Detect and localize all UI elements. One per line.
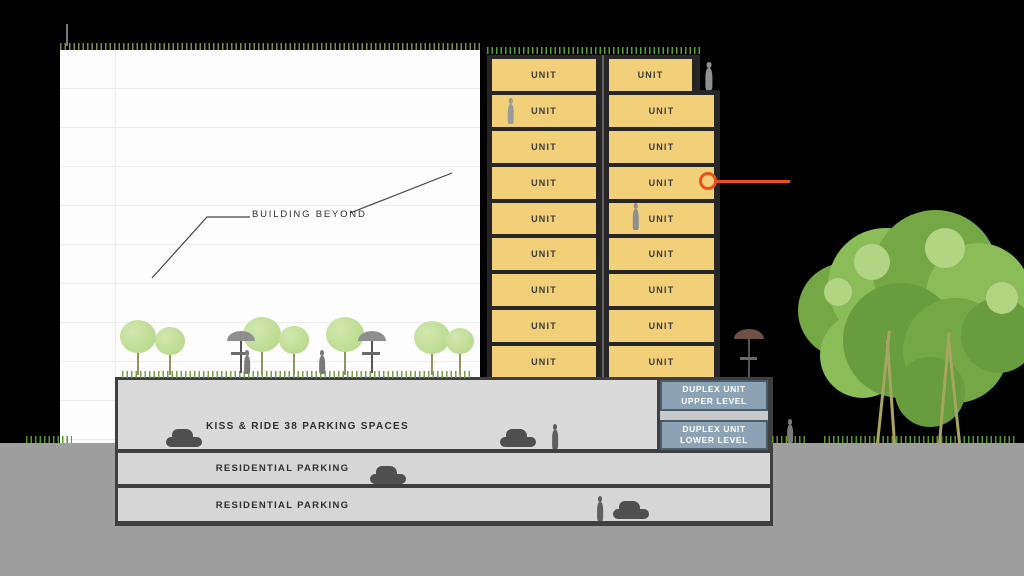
parking-level-residential-2: [118, 488, 770, 521]
unit-cell: UNIT: [492, 94, 596, 127]
tree-canopy-icon: [797, 262, 893, 358]
unit-cell: UNIT: [492, 202, 596, 235]
kiss-ride-label: KISS & RIDE 38 PARKING SPACES: [206, 421, 409, 432]
umbrella-icon: [734, 329, 764, 339]
parking-level-kiss-ride: [118, 380, 657, 449]
tree-canopy-icon: [827, 227, 943, 343]
unit-cell: UNIT: [609, 202, 714, 235]
leader-line: [151, 172, 453, 279]
tree-canopy-icon: [986, 282, 1018, 314]
unit-cell: UNIT: [609, 310, 714, 343]
duplex-floor-slab: [660, 411, 768, 420]
unit-cell: UNIT: [492, 59, 596, 91]
tower-floor: UNIT UNIT: [487, 127, 720, 163]
duplex-unit-lower: DUPLEX UNIT LOWER LEVEL: [660, 420, 768, 450]
tree-trunk-icon: [876, 330, 891, 444]
tower-floor: UNIT UNIT: [487, 91, 720, 127]
tree-trunk-icon: [947, 342, 961, 444]
tower-corridor-line: [602, 55, 604, 378]
tower-floor: UNIT UNIT: [487, 306, 720, 343]
tree-canopy-icon: [872, 209, 998, 335]
tree-canopy-icon: [902, 297, 1008, 403]
tree-canopy-icon: [925, 228, 965, 268]
tree-trunk-icon: [938, 332, 951, 444]
umbrella-pole-icon: [748, 335, 750, 377]
duplex-lower-line2: LOWER LEVEL: [680, 435, 748, 445]
unit-cell: UNIT: [609, 274, 714, 307]
duplex-lower-line1: DUPLEX UNIT: [682, 423, 746, 434]
unit-cell: UNIT: [492, 238, 596, 271]
unit-cell: UNIT: [492, 310, 596, 343]
unit-cell: UNIT: [492, 346, 596, 379]
duplex-upper-line1: DUPLEX UNIT: [682, 384, 746, 395]
tower-setback: [700, 40, 724, 90]
unit-cell: UNIT: [492, 274, 596, 307]
callout-line-icon: [714, 180, 790, 183]
unit-cell: UNIT: [609, 238, 714, 271]
tower-floor: UNIT UNIT: [487, 199, 720, 235]
tower-floor: UNIT UNIT: [487, 55, 720, 91]
unit-cell: UNIT: [609, 166, 714, 199]
duplex-unit-upper: DUPLEX UNIT UPPER LEVEL: [660, 380, 768, 411]
building-beyond-label: BUILDING BEYOND: [252, 209, 367, 220]
residential-parking-label-1: RESIDENTIAL PARKING: [215, 463, 350, 474]
tower-floor: UNIT UNIT: [487, 163, 720, 199]
grass-icon: [487, 47, 700, 54]
unit-cell: UNIT: [492, 166, 596, 199]
residential-parking-label-2: RESIDENTIAL PARKING: [215, 500, 350, 511]
duplex-upper-line2: UPPER LEVEL: [681, 395, 747, 406]
unit-cell: UNIT: [609, 59, 692, 91]
tower-floor: UNIT UNIT: [487, 270, 720, 307]
unit-cell: UNIT: [609, 130, 714, 163]
tree-canopy-icon: [960, 297, 1024, 373]
tree-canopy-icon: [824, 278, 852, 306]
person-icon: [786, 419, 794, 443]
unit-cell: UNIT: [609, 94, 714, 127]
unit-cell: UNIT: [492, 130, 596, 163]
tree-canopy-icon: [854, 244, 890, 280]
grass-icon: [824, 436, 1016, 443]
tower-floor: UNIT UNIT: [487, 342, 720, 379]
tree-canopy-icon: [925, 242, 1024, 348]
tower-floor: UNIT UNIT: [487, 234, 720, 271]
unit-cell: UNIT: [609, 346, 714, 379]
tree-canopy-icon: [842, 282, 958, 398]
parking-structure: DUPLEX UNIT UPPER LEVEL DUPLEX UNIT LOWE…: [115, 377, 773, 526]
grass-icon: [60, 43, 482, 50]
grass-icon: [772, 436, 808, 443]
tree-trunk-icon: [885, 340, 896, 444]
parking-level-residential-1: [118, 453, 770, 484]
table-icon: [740, 357, 757, 360]
tree-canopy-icon: [895, 357, 965, 427]
tree-canopy-icon: [819, 312, 905, 398]
rooftop-pole-icon: [66, 24, 68, 46]
